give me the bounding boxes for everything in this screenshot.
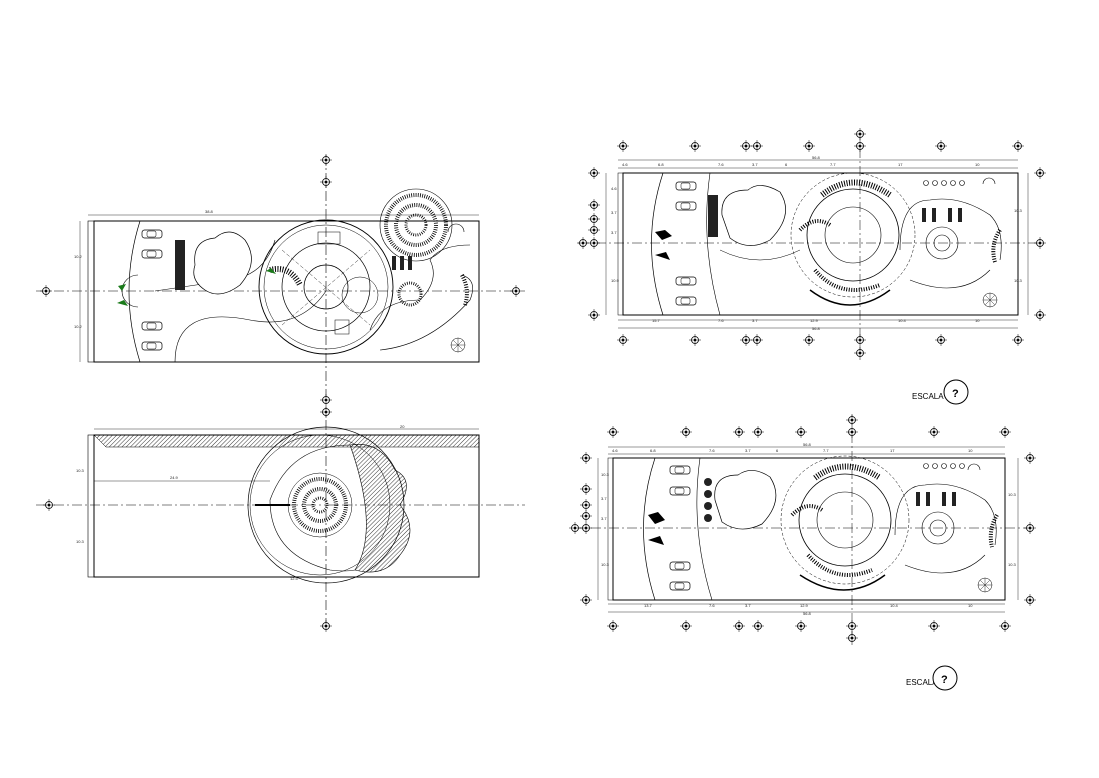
loungers-right-top — [922, 180, 965, 222]
loungers-right-bottom — [916, 463, 965, 506]
svg-text:3.7: 3.7 — [745, 448, 751, 453]
dims-bottom-2: 13.7 7.6 3.7 12.9 10.4 10 56.8 — [644, 603, 973, 616]
dims-top-2: 4.6 6.8 7.6 3.7 6 7.7 17 10 56.8 — [612, 442, 973, 453]
svg-text:10: 10 — [975, 318, 980, 323]
dims-bottom: 15.7 7.6 3.7 12.9 10.4 10 56.8 — [652, 318, 980, 331]
svg-text:10.3: 10.3 — [601, 472, 610, 477]
svg-text:56.8: 56.8 — [812, 155, 821, 160]
svg-text:3.7: 3.7 — [752, 162, 758, 167]
svg-text:3.7: 3.7 — [752, 318, 758, 323]
svg-text:7.6: 7.6 — [709, 448, 715, 453]
svg-text:7.7: 7.7 — [830, 162, 836, 167]
svg-text:10.4: 10.4 — [890, 603, 899, 608]
svg-text:12.9: 12.9 — [800, 603, 809, 608]
scale-label-2: ESCALA — [906, 678, 938, 687]
grid-markers-bottom — [568, 413, 1037, 645]
svg-text:7.6: 7.6 — [718, 162, 724, 167]
dim-bottom-2: 12.5 — [290, 576, 299, 581]
dim-left-lower: 10.2 — [74, 324, 83, 329]
dim-top-total: 38.8 — [205, 209, 214, 214]
dims-right: 10.3 10.3 — [1014, 173, 1029, 315]
svg-text:3.7: 3.7 — [601, 496, 607, 501]
shrubs-bottom — [704, 478, 712, 522]
svg-text:10: 10 — [968, 603, 973, 608]
dim-inner-length: 24.9 — [170, 475, 179, 480]
svg-text:17: 17 — [890, 448, 895, 453]
svg-text:3.7: 3.7 — [611, 210, 617, 215]
svg-text:4.6: 4.6 — [612, 448, 618, 453]
dims-left: 4.6 3.7 3.7 10.9 — [605, 173, 620, 315]
plan-left-bottom: 20 24.9 10.3 10.3 12.5 — [36, 420, 525, 633]
dim-top-total-2: 20 — [400, 424, 405, 429]
svg-text:7.6: 7.6 — [718, 318, 724, 323]
dim-left-lower-2: 10.3 — [76, 539, 85, 544]
svg-text:10: 10 — [975, 162, 980, 167]
svg-text:6: 6 — [785, 162, 788, 167]
svg-text:6.8: 6.8 — [650, 448, 656, 453]
svg-text:7.6: 7.6 — [709, 603, 715, 608]
scale-indicator-2: ESCALA ? — [906, 665, 958, 691]
dims-right-2: 10.3 10.3 — [1008, 458, 1019, 600]
svg-text:12.9: 12.9 — [810, 318, 819, 323]
svg-text:3.7: 3.7 — [611, 230, 617, 235]
svg-text:10.3: 10.3 — [601, 562, 610, 567]
scale-mark-2: ? — [941, 674, 948, 686]
svg-text:6: 6 — [776, 448, 779, 453]
svg-text:3.7: 3.7 — [601, 516, 607, 521]
svg-text:10.9: 10.9 — [611, 278, 620, 283]
svg-text:4.6: 4.6 — [622, 162, 628, 167]
plan-right-bottom: 4.6 6.8 7.6 3.7 6 7.7 17 10 56.8 13.7 7.… — [568, 413, 1037, 645]
svg-text:10.3: 10.3 — [1008, 562, 1017, 567]
svg-text:56.8: 56.8 — [803, 611, 812, 616]
plan-left-top: 38.8 10.2 10.2 — [36, 153, 525, 420]
scale-indicator-1: ESCALA ? — [912, 379, 969, 405]
svg-text:10.3: 10.3 — [1008, 492, 1017, 497]
svg-text:13.7: 13.7 — [644, 603, 653, 608]
svg-text:3.7: 3.7 — [745, 603, 751, 608]
dim-left-upper-2: 10.3 — [76, 468, 85, 473]
svg-text:17: 17 — [898, 162, 903, 167]
svg-text:10.4: 10.4 — [898, 318, 907, 323]
dims-left-2: 10.3 3.7 3.7 10.3 — [597, 458, 610, 600]
dim-left-upper: 10.2 — [74, 254, 83, 259]
svg-text:15.7: 15.7 — [652, 318, 661, 323]
scale-label: ESCALA — [912, 392, 944, 401]
scale-mark: ? — [952, 388, 959, 400]
plan-right-top: 4.6 6.8 7.6 3.7 6 7.7 17 10 56.8 15.7 7.… — [576, 127, 1047, 360]
svg-text:6.8: 6.8 — [658, 162, 664, 167]
svg-text:56.8: 56.8 — [803, 442, 812, 447]
svg-text:56.8: 56.8 — [812, 326, 821, 331]
dims-top: 4.6 6.8 7.6 3.7 6 7.7 17 10 56.8 — [622, 155, 980, 167]
svg-text:7.7: 7.7 — [823, 448, 829, 453]
svg-text:4.6: 4.6 — [611, 186, 617, 191]
svg-text:10: 10 — [968, 448, 973, 453]
